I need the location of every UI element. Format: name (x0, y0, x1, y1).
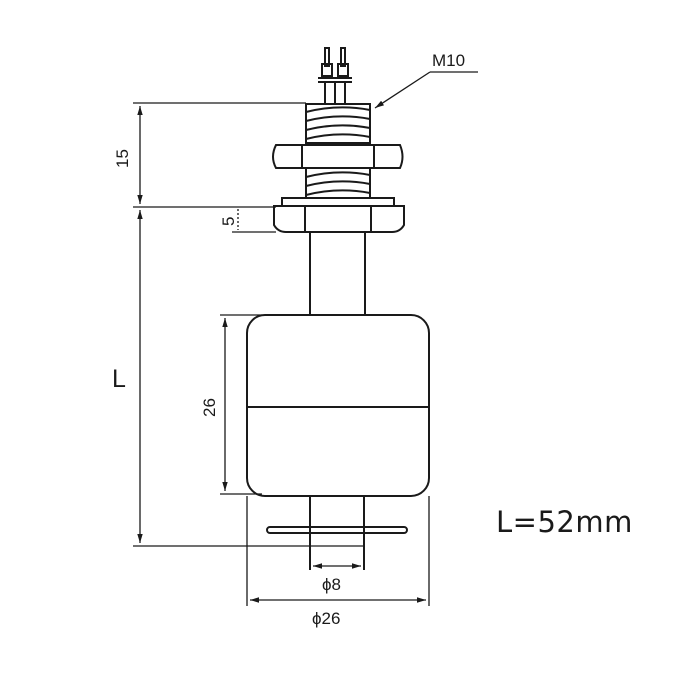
dim-15-label: 15 (113, 149, 132, 168)
dim-5-label: 5 (219, 217, 238, 226)
dim-26-height-label: 26 (200, 398, 219, 417)
hex-nut-upper (272, 144, 404, 169)
length-formula: L=52mm (496, 505, 633, 539)
stem (309, 232, 366, 570)
dim-5 (232, 209, 276, 233)
dim-L (133, 210, 364, 547)
dim-phi26-label: ϕ26 (312, 609, 340, 628)
thread-label: M10 (432, 51, 465, 70)
hex-nut-lower (273, 205, 405, 233)
wire-pins (318, 47, 352, 104)
dim-L-label: L (112, 365, 126, 393)
dim-15 (133, 102, 306, 208)
dim-phi8-label: ϕ8 (322, 575, 341, 594)
thread-lower (305, 167, 371, 199)
retaining-clip (266, 526, 408, 534)
dim-phi26 (246, 496, 430, 606)
washer (281, 197, 395, 207)
float-body (246, 314, 430, 497)
dim-26-height (220, 314, 262, 495)
m10-leader (374, 71, 478, 109)
thread-upper (305, 103, 371, 144)
